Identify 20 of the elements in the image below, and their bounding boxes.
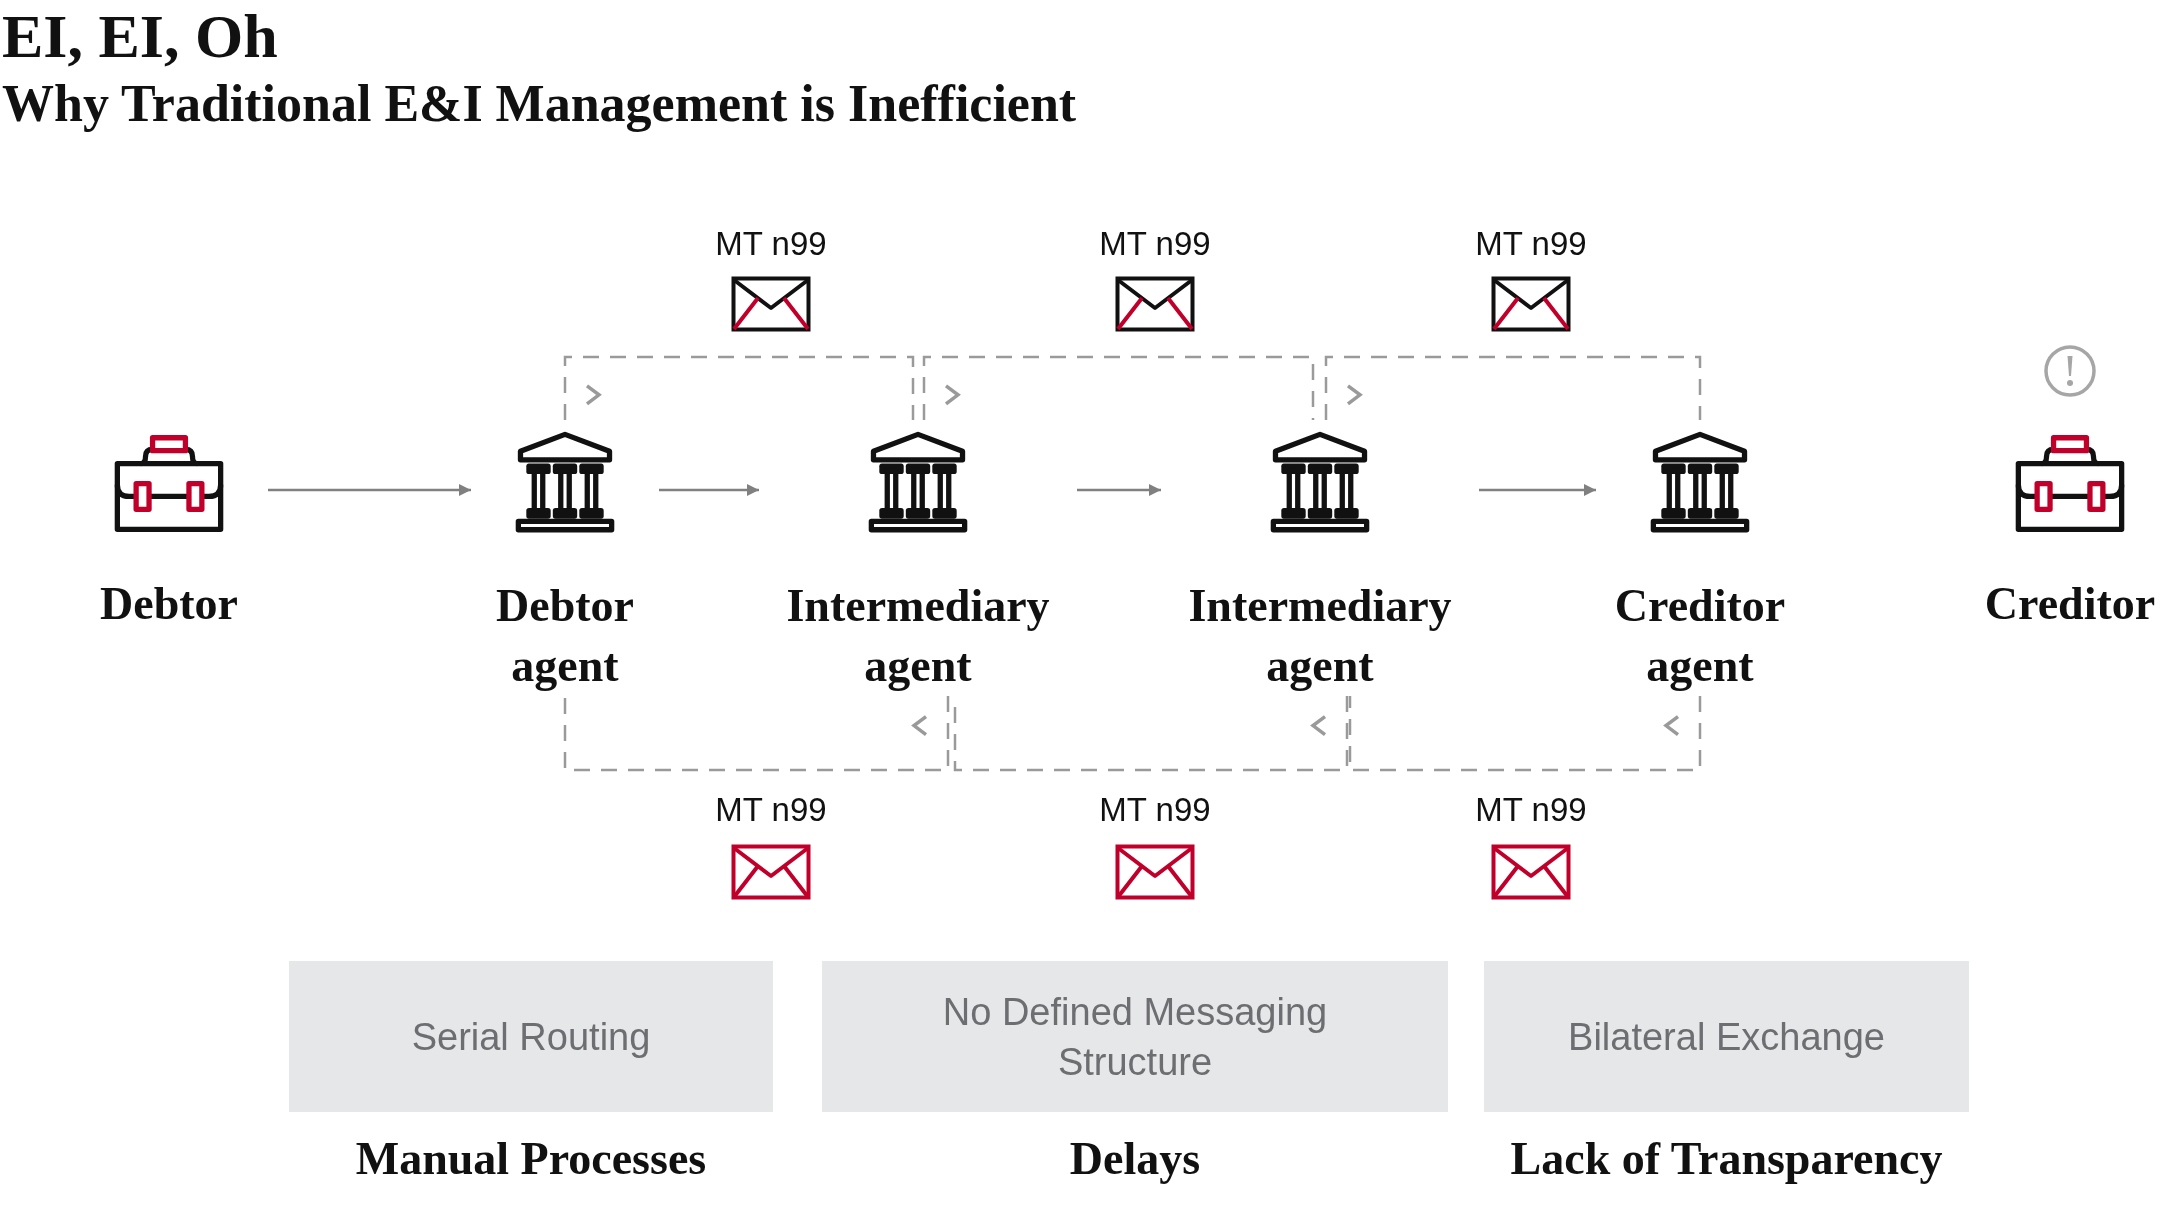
party-label: Intermediary agent <box>785 579 1051 693</box>
panel-label: No Defined Messaging Structure <box>941 989 1329 1085</box>
subtitle: Why Traditional E&I Management is Inefficient <box>2 74 1077 134</box>
issue-heading: Manual Processes <box>354 1132 708 1186</box>
message-type-label: MT n99 <box>1099 225 1211 262</box>
title: EI, EI, Oh <box>2 1 278 72</box>
message-type-label: MT n99 <box>715 791 827 828</box>
party-label: Debtor <box>100 577 238 631</box>
party-label: Intermediary agent <box>1187 579 1453 693</box>
message-type-label: MT n99 <box>715 225 827 262</box>
issue-heading: Delays <box>1068 1132 1202 1186</box>
panel-label: Bilateral Exchange <box>1568 1014 1885 1060</box>
party-label: Creditor <box>1984 577 2156 631</box>
message-type-label: MT n99 <box>1099 791 1211 828</box>
message-type-label: MT n99 <box>1475 225 1587 262</box>
issue-heading: Lack of Transparency <box>1509 1132 1944 1186</box>
panel-label: Serial Routing <box>411 1014 651 1060</box>
party-label: Creditor agent <box>1613 579 1787 693</box>
message-type-label: MT n99 <box>1475 791 1587 828</box>
party-label: Debtor agent <box>495 579 635 693</box>
